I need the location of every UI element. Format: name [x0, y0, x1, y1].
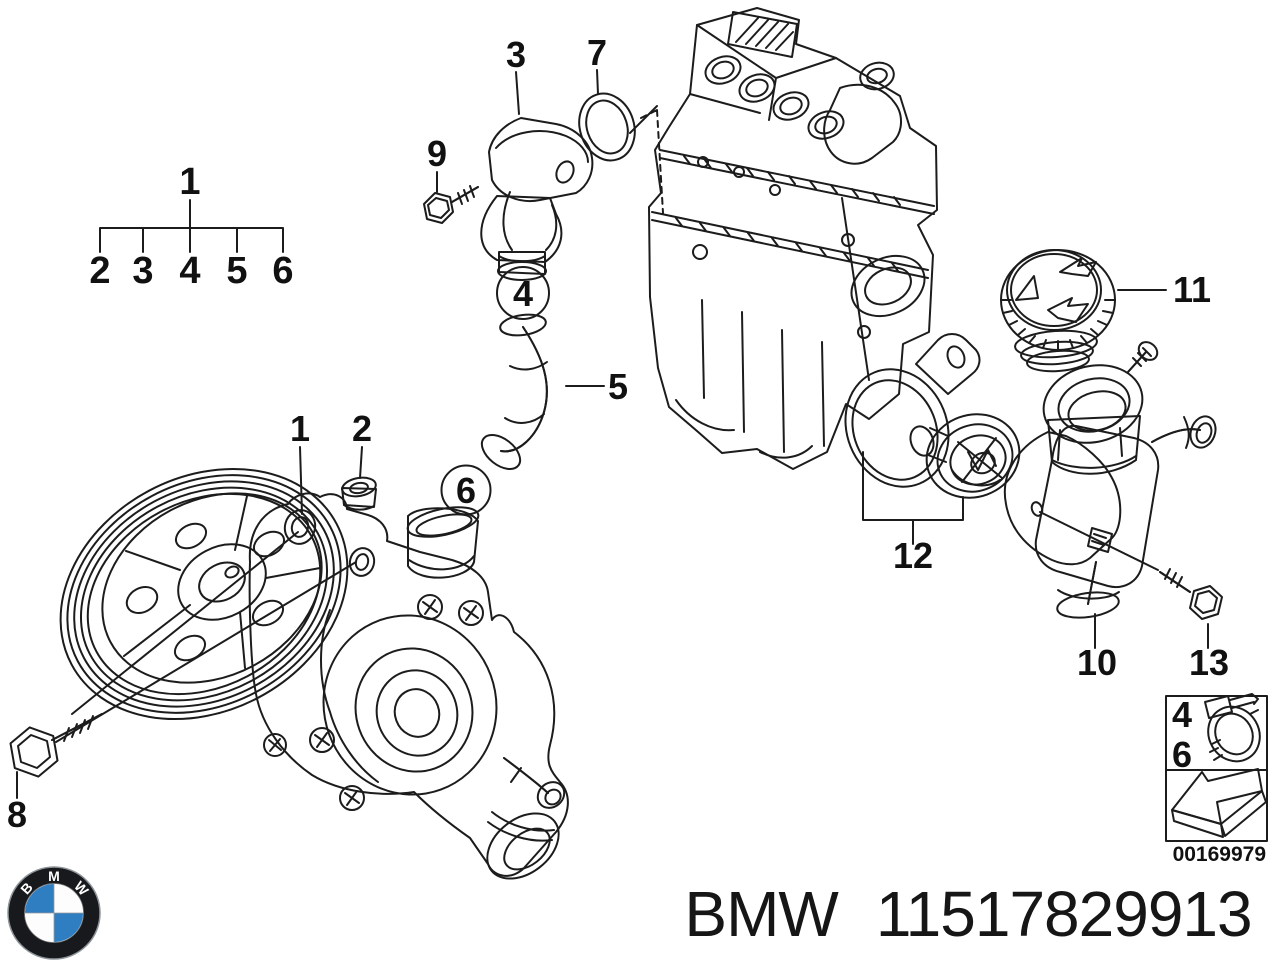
callout-1: 1 — [290, 408, 310, 449]
callout-8: 8 — [7, 794, 27, 835]
footer-brand: BMW — [684, 878, 839, 950]
legend-size-6: 6 — [1172, 734, 1192, 775]
legend-size-4: 4 — [1172, 694, 1192, 735]
callout-3: 3 — [506, 34, 526, 75]
callout-2: 2 — [352, 408, 372, 449]
callout-group-parent: 1 — [179, 161, 200, 203]
bmw-logo-quadrant — [25, 884, 54, 913]
bmw-logo: B M W — [7, 866, 101, 960]
callout-group-item-3: 3 — [132, 250, 153, 292]
gasket-drawing — [844, 333, 981, 488]
coolant-elbow-drawing — [480, 71, 594, 281]
clamp-4-badge — [496, 266, 550, 320]
bracket-12 — [862, 451, 964, 545]
bolt-8-drawing — [9, 713, 103, 799]
o-ring-drawing — [578, 69, 658, 162]
bmw-logo-letter-m: M — [48, 868, 60, 884]
hose-drawing — [480, 313, 605, 470]
callout-group-item-5: 5 — [226, 250, 247, 292]
thermostat-drawing — [909, 413, 1021, 499]
pump-screws — [263, 594, 484, 811]
footer-number: 11517829913 — [876, 878, 1252, 950]
callout-11: 11 — [1173, 269, 1211, 310]
water-pump-drawing — [55, 492, 569, 880]
callout-12: 12 — [893, 535, 933, 576]
callout-4: 4 — [513, 273, 533, 314]
bushing-drawing — [341, 476, 377, 511]
direction-arrow-icon — [1171, 768, 1267, 838]
bolt-9-drawing — [423, 171, 479, 224]
bmw-logo-cross — [25, 884, 83, 942]
filler-cap-drawing — [1000, 249, 1167, 373]
footer-part-number: BMW 11517829913 — [684, 878, 1251, 950]
callout-10: 10 — [1077, 642, 1117, 683]
callout-6: 6 — [456, 470, 476, 511]
callout-group-item-4: 4 — [179, 250, 200, 292]
bolt-13-drawing — [1159, 568, 1223, 649]
callout-7: 7 — [587, 32, 607, 73]
callout-5: 5 — [608, 366, 628, 407]
pump-leaders — [299, 446, 363, 515]
callout-group-item-2: 2 — [89, 250, 110, 292]
pulley-drawing — [59, 467, 349, 721]
thermostat-housing-drawing — [1003, 341, 1217, 649]
hose-clamp-icon — [1204, 693, 1261, 763]
callout-group-item-6: 6 — [272, 250, 293, 292]
callout-13: 13 — [1189, 642, 1229, 683]
image-number: 00169979 — [1173, 843, 1266, 866]
callout-9: 9 — [427, 133, 447, 174]
engine-block-drawing — [640, 7, 938, 470]
callout-bracket — [99, 199, 284, 253]
legend-box — [1165, 693, 1268, 842]
bmw-logo-quadrant — [54, 913, 83, 942]
